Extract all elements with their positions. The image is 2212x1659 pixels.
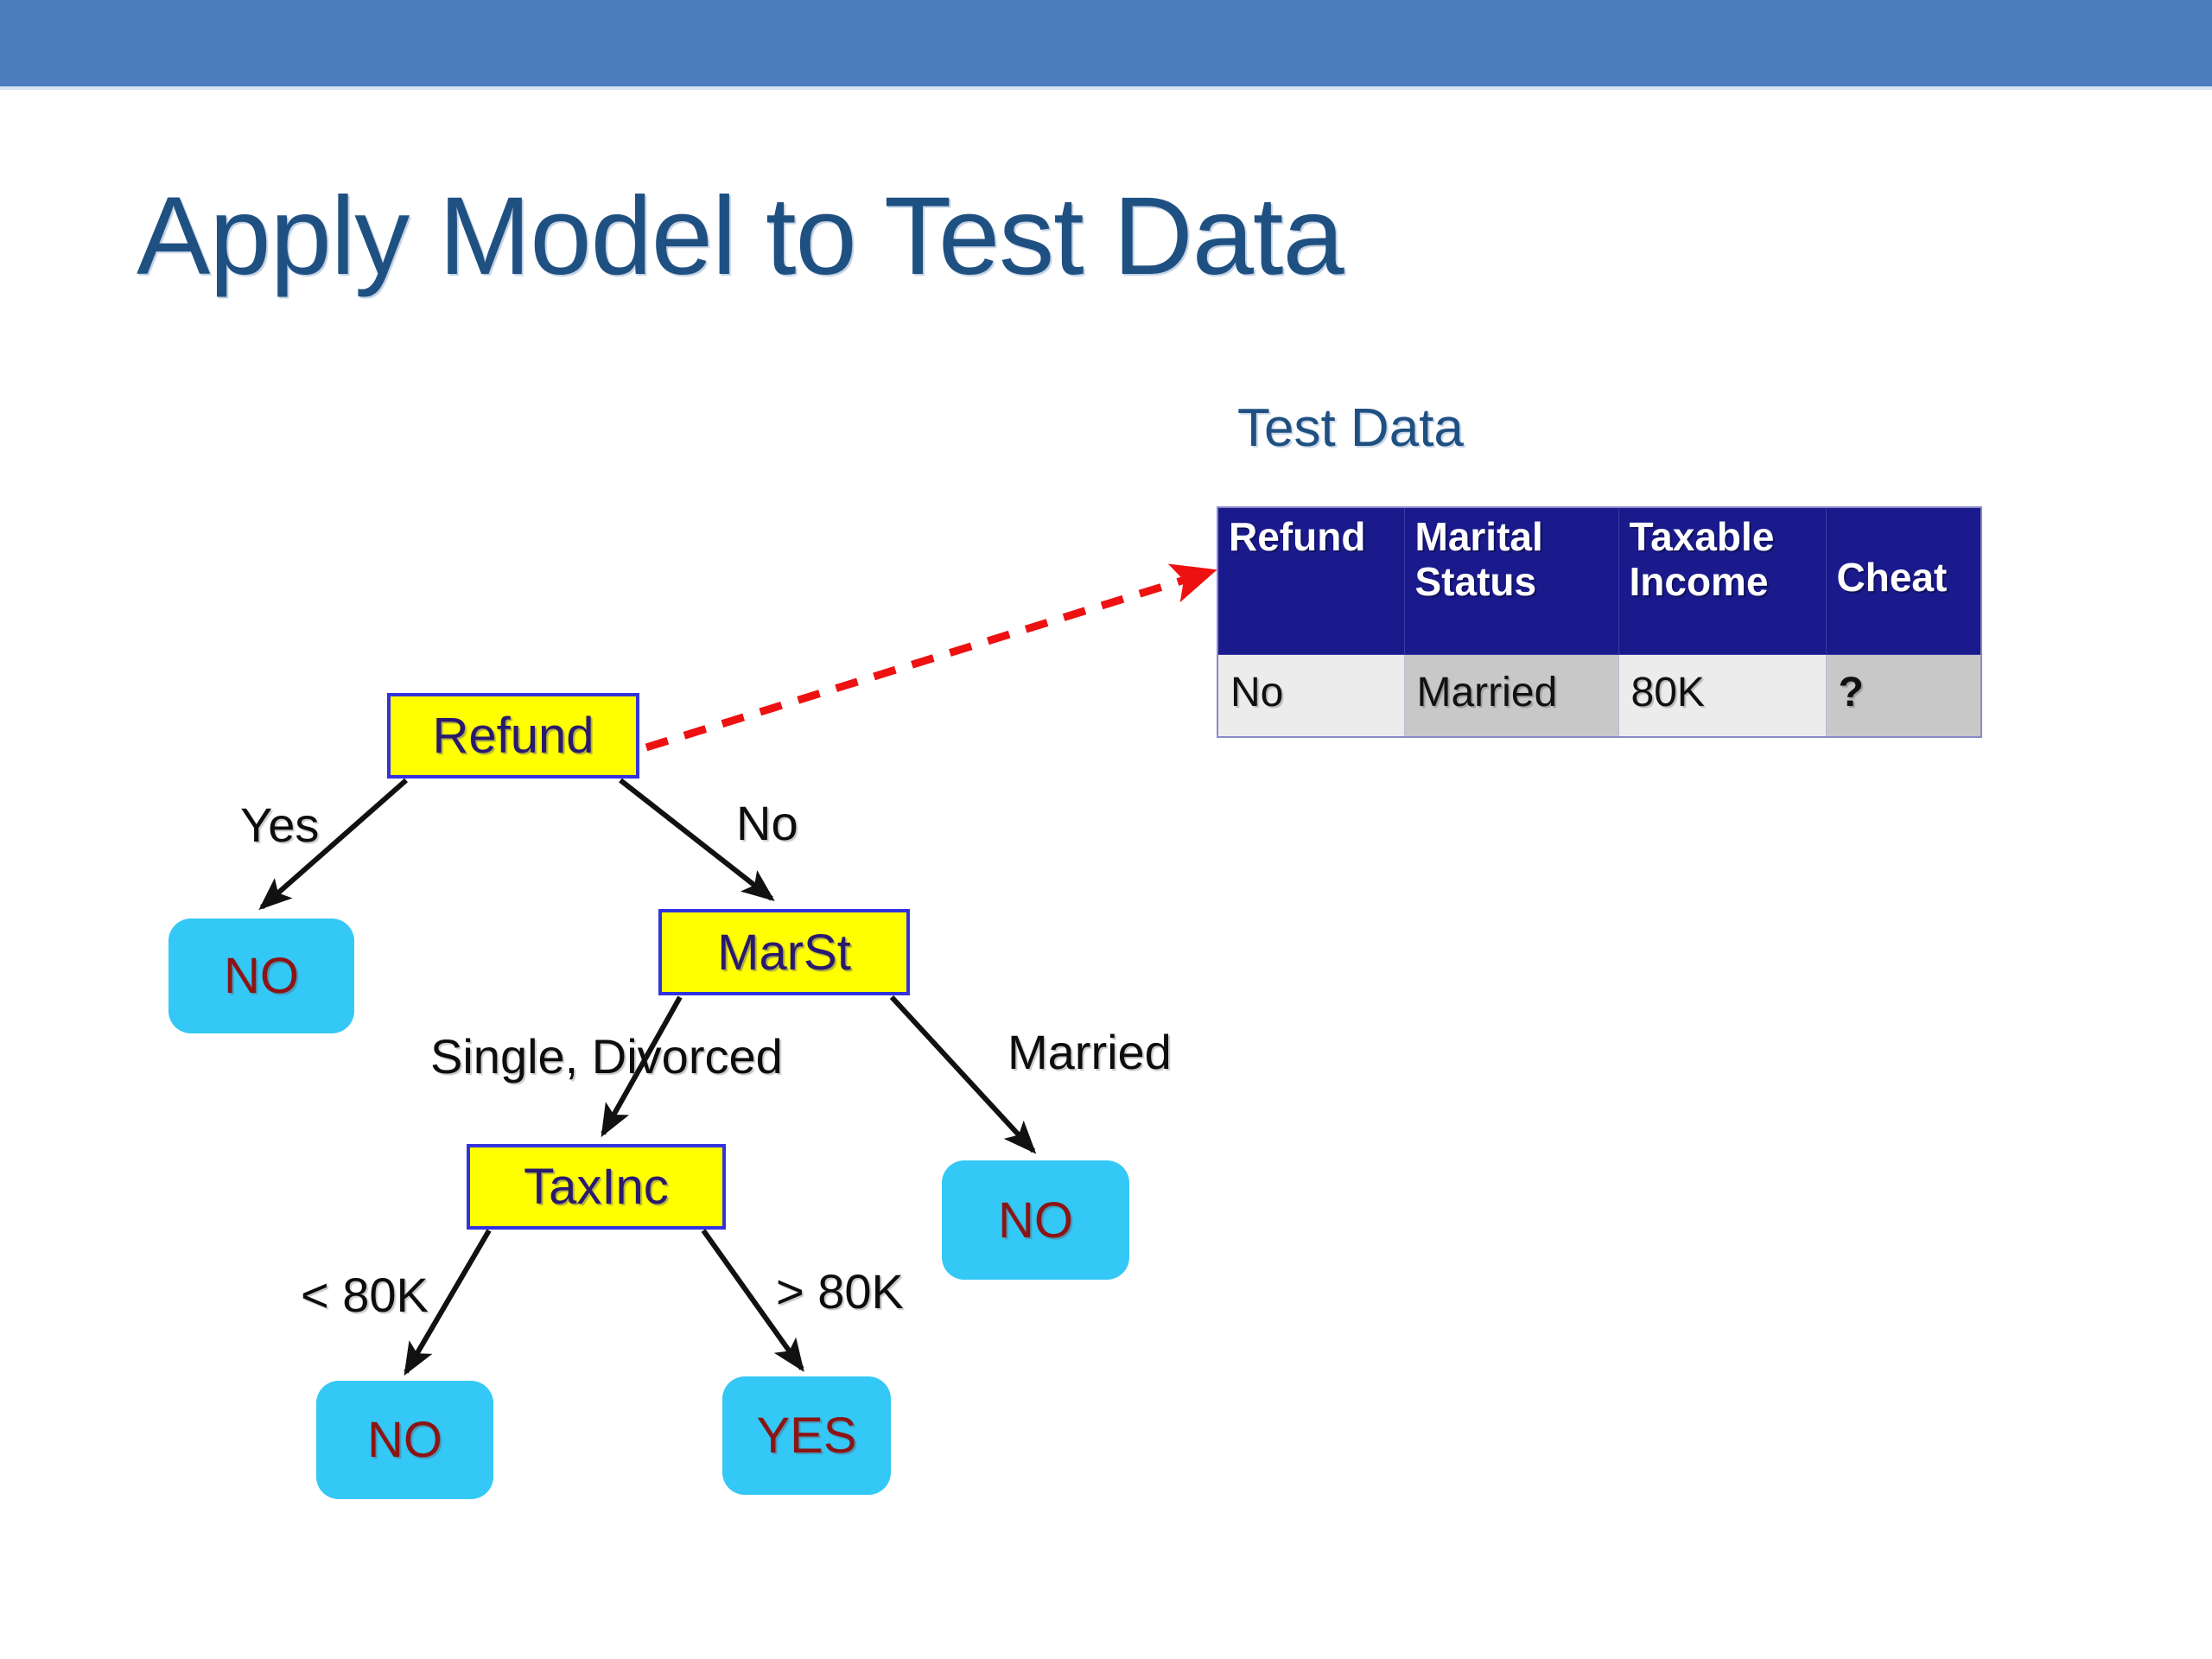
edge-label-marst-single-divorced: Single, Divorced (430, 1029, 783, 1084)
tree-node-marst[interactable]: MarSt (658, 909, 910, 995)
tree-leaf-income-low-no[interactable]: NO (316, 1381, 493, 1499)
column-header-cheat-line1: Cheat (1836, 555, 1948, 601)
tree-node-refund[interactable]: Refund (387, 693, 639, 779)
page-title: Apply Model to Test Data (137, 175, 1344, 298)
column-header-marital-line2: Status (1414, 558, 1537, 604)
edge-label-refund-yes: Yes (240, 798, 320, 852)
column-header-refund-line1: Refund (1229, 514, 1366, 559)
tree-node-taxinc[interactable]: TaxInc (467, 1144, 726, 1230)
edge-label-refund-no: No (736, 796, 798, 850)
column-header-taxable-income: Taxable Income (1618, 506, 1827, 655)
tree-leaf-refund-yes-no[interactable]: NO (168, 918, 354, 1033)
table-header-row: Refund Marital Status Taxable Income Che… (1217, 506, 1982, 655)
cell-cheat: ? (1825, 653, 1982, 738)
column-header-income-line1: Taxable (1629, 514, 1775, 559)
edge-label-taxinc-high: > 80K (776, 1264, 904, 1319)
tree-leaf-income-high-yes[interactable]: YES (722, 1376, 891, 1495)
cell-taxable-income: 80K (1618, 653, 1827, 738)
test-data-heading: Test Data (1237, 398, 1464, 458)
table-row: No Married 80K ? (1217, 653, 1982, 738)
column-header-cheat: Cheat (1825, 506, 1982, 655)
column-header-marital-line1: Marital (1414, 514, 1543, 559)
column-header-income-line2: Income (1629, 558, 1769, 604)
top-accent-band-edge (0, 86, 2212, 90)
top-accent-band (0, 0, 2212, 86)
cell-marital-status: Married (1403, 653, 1619, 738)
cell-refund: No (1217, 653, 1405, 738)
edge-label-taxinc-low: < 80K (301, 1268, 429, 1322)
column-header-refund: Refund (1217, 506, 1405, 655)
tree-leaf-married-no[interactable]: NO (942, 1160, 1129, 1280)
column-header-marital-status: Marital Status (1403, 506, 1619, 655)
test-data-pointer-arrow (645, 563, 1217, 752)
edge-label-marst-married: Married (1007, 1025, 1172, 1079)
test-data-table: Refund Marital Status Taxable Income Che… (1217, 506, 1982, 738)
